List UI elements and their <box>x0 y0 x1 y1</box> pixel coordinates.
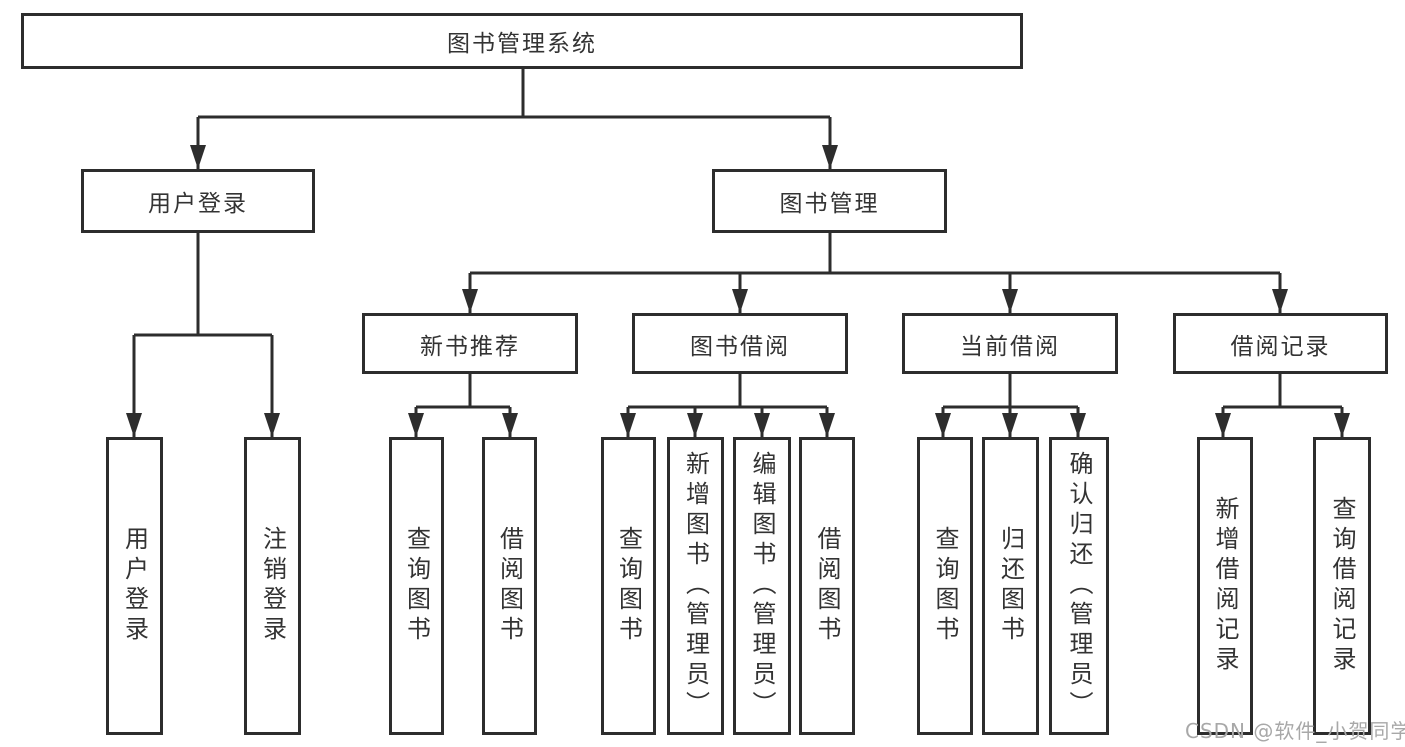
leaf-add-borrow-record-label: 新增借阅记录 <box>1211 496 1239 676</box>
csdn-watermark: CSDN @软件_小贺同学 <box>1185 719 1405 743</box>
leaf-borrow-books-recommend: 借阅图书 <box>482 437 537 735</box>
leaf-edit-books-admin: 编辑图书（管理员） <box>733 437 791 735</box>
leaf-query-books-borrowing: 查询图书 <box>601 437 656 735</box>
leaf-user-login: 用户登录 <box>106 437 163 735</box>
node-current-borrowing: 当前借阅 <box>902 313 1118 374</box>
leaf-add-books-admin: 新增图书（管理员） <box>667 437 724 735</box>
node-book-management: 图书管理 <box>712 169 947 233</box>
leaf-query-books-current: 查询图书 <box>917 437 973 735</box>
leaf-add-borrow-record: 新增借阅记录 <box>1197 437 1253 735</box>
leaf-logout-label: 注销登录 <box>258 526 287 646</box>
node-user-login: 用户登录 <box>81 169 315 233</box>
leaf-confirm-return-admin-label: 确认归还（管理员） <box>1065 451 1093 721</box>
leaf-borrow-books-borrowing: 借阅图书 <box>799 437 855 735</box>
node-borrowing-records: 借阅记录 <box>1173 313 1388 374</box>
leaf-query-books-borrowing-label: 查询图书 <box>614 526 643 646</box>
leaf-return-books-label: 归还图书 <box>996 526 1025 646</box>
leaf-return-books: 归还图书 <box>982 437 1039 735</box>
leaf-query-books-current-label: 查询图书 <box>931 526 959 646</box>
node-book-borrowing: 图书借阅 <box>632 313 848 374</box>
leaf-query-books-recommend: 查询图书 <box>389 437 444 735</box>
leaf-confirm-return-admin: 确认归还（管理员） <box>1049 437 1109 735</box>
leaf-borrow-books-recommend-label: 借阅图书 <box>495 526 524 646</box>
node-new-book-recommendation: 新书推荐 <box>362 313 578 374</box>
leaf-query-borrow-record: 查询借阅记录 <box>1313 437 1371 735</box>
leaf-borrow-books-borrowing-label: 借阅图书 <box>813 526 841 646</box>
leaf-add-books-admin-label: 新增图书（管理员） <box>681 451 710 721</box>
node-library-management-system: 图书管理系统 <box>21 13 1023 69</box>
leaf-query-borrow-record-label: 查询借阅记录 <box>1328 496 1356 676</box>
leaf-query-books-recommend-label: 查询图书 <box>402 526 431 646</box>
leaf-edit-books-admin-label: 编辑图书（管理员） <box>748 451 776 721</box>
leaf-user-login-label: 用户登录 <box>120 526 149 646</box>
leaf-logout: 注销登录 <box>244 437 301 735</box>
